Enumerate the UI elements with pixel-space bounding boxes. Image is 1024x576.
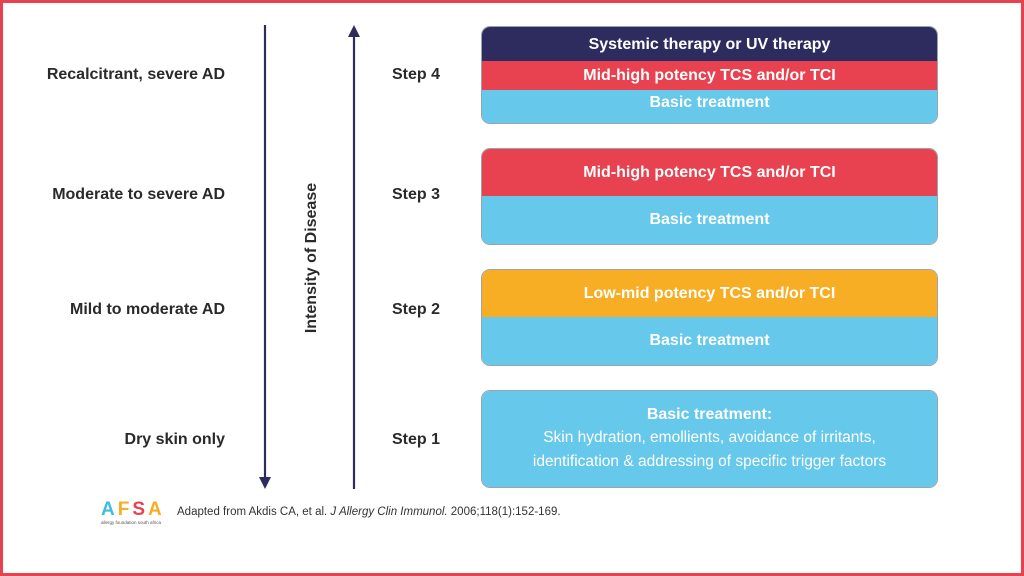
step-4-systemic-band: Systemic therapy or UV therapy [482,27,937,61]
step-1-line-2: identification & addressing of specific … [532,453,887,470]
step-1-title: Basic treatment: [646,406,773,423]
step-label-1: Step 1 [392,431,441,448]
down-arrow [259,25,271,489]
logo-letter-a2: A [148,499,164,520]
up-arrow [348,25,360,489]
intensity-arrows [259,25,360,489]
afsa-logo-letters: A F S A [101,500,167,519]
afsa-logo-subtitle: allergy foundation south africa [101,520,162,525]
step-1-box: Basic treatment: Skin hydration, emollie… [481,390,938,488]
severity-label-dry-skin: Dry skin only [124,431,225,448]
severity-label-moderate-severe: Moderate to severe AD [52,186,225,203]
afsa-logo: A F S A allergy foundation south africa [101,500,167,528]
step-4-box: Systemic therapy or UV therapy Mid-high … [481,26,938,124]
step-label-2: Step 2 [392,301,441,318]
step-label-3: Step 3 [392,186,441,203]
citation: Adapted from Akdis CA, et al. J Allergy … [177,506,561,518]
logo-letter-s: S [132,499,148,520]
intensity-axis-label: Intensity of Disease [303,182,320,334]
step-4-basic-band: Basic treatment [482,90,937,123]
citation-suffix: 2006;118(1):152-169. [447,506,561,518]
step-3-box: Mid-high potency TCS and/or TCI Basic tr… [481,148,938,245]
citation-prefix: Adapted from Akdis CA, et al. [177,506,331,518]
step-label-4: Step 4 [392,66,441,83]
step-1-line-1: Skin hydration, emollients, avoidance of… [543,429,876,446]
step-4-tcs-band: Mid-high potency TCS and/or TCI [482,61,937,90]
step-2-box: Low-mid potency TCS and/or TCI Basic tre… [481,269,938,366]
logo-letter-f: F [117,499,132,520]
step-2-basic-band: Basic treatment [482,317,937,365]
step-3-tcs-band: Mid-high potency TCS and/or TCI [482,149,937,196]
step-2-tcs-band: Low-mid potency TCS and/or TCI [482,270,937,317]
citation-journal: J Allergy Clin Immunol. [330,506,448,518]
step-3-basic-band: Basic treatment [482,196,937,244]
severity-label-mild-moderate: Mild to moderate AD [70,301,225,318]
logo-letter-a1: A [101,499,117,520]
step-1-basic-band: Basic treatment: Skin hydration, emollie… [482,391,937,487]
severity-label-severe: Recalcitrant, severe AD [46,66,225,83]
